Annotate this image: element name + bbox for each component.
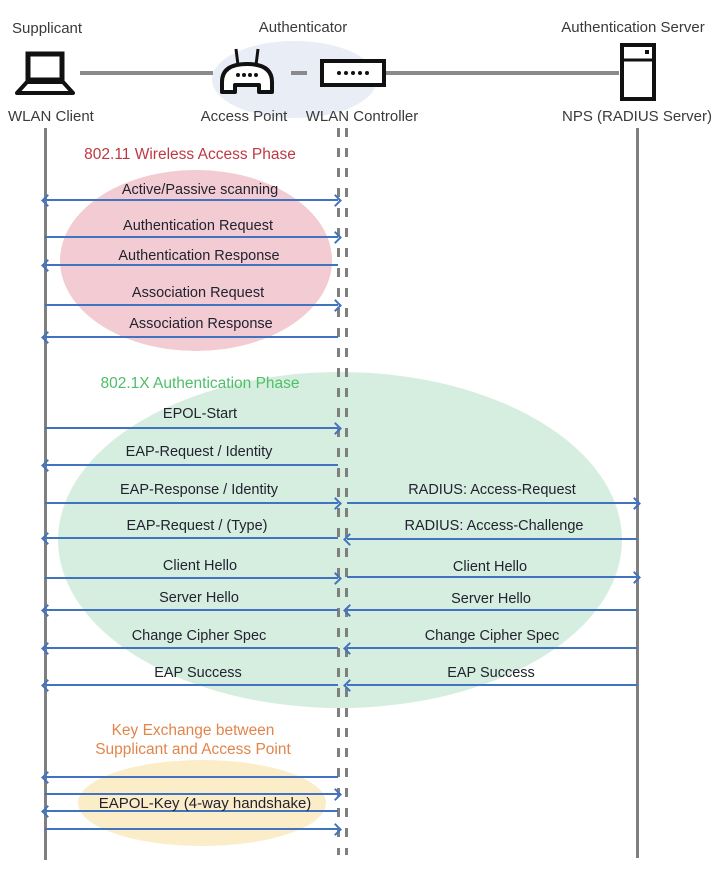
msg-eap-response-identity: EAP-Response / Identity: [120, 482, 278, 498]
connector-dash: [291, 71, 307, 75]
lifeline-wlan-client: [44, 128, 47, 860]
server-icon: [620, 43, 657, 101]
msg-epol-start: EPOL-Start: [162, 406, 238, 422]
device-access-point: Access Point: [200, 108, 288, 125]
arrow-eapol-key-3: [41, 804, 338, 818]
msg-client-hello-right: Client Hello: [452, 559, 528, 575]
wlan-controller-icon: [320, 59, 386, 87]
phase-title-wireless: 802.11 Wireless Access Phase: [84, 146, 296, 163]
arrow-eap-success-left: [41, 678, 338, 692]
msg-auth-request: Authentication Request: [123, 218, 273, 234]
connector-line: [80, 71, 213, 75]
phase-title-key-exchange-line1: Key Exchange between: [111, 722, 275, 739]
msg-eap-request-identity: EAP-Request / Identity: [125, 444, 273, 460]
phase-ellipse-dot1x: [58, 372, 622, 708]
msg-assoc-response: Association Response: [129, 316, 273, 332]
msg-eap-success-left: EAP Success: [154, 665, 242, 681]
arrow-eapol-key-2: [45, 787, 342, 801]
lifeline-wlan-controller-right: [345, 128, 348, 855]
arrow-server-hello-right: [343, 603, 637, 617]
arrow-eap-response-identity: [45, 496, 342, 510]
phase-ellipse-key-exchange: [78, 760, 326, 846]
msg-eap-success-right: EAP Success: [447, 665, 535, 681]
msg-auth-response: Authentication Response: [118, 248, 280, 264]
lifeline-nps-server: [636, 128, 639, 858]
role-supplicant: Supplicant: [12, 20, 83, 37]
role-authenticator: Authenticator: [258, 19, 348, 36]
arrow-radius-access-challenge: [343, 532, 637, 546]
msg-server-hello-right: Server Hello: [451, 591, 531, 607]
arrow-epol-start: [45, 421, 342, 435]
role-authentication-server: Authentication Server: [561, 19, 705, 36]
connector-line: [386, 71, 619, 75]
msg-assoc-request: Association Request: [131, 285, 265, 301]
arrow-client-hello-right: [347, 570, 641, 584]
arrow-change-cipher-right: [343, 641, 637, 655]
msg-change-cipher-left: Change Cipher Spec: [131, 628, 267, 644]
device-nps-server: NPS (RADIUS Server): [561, 108, 713, 125]
arrow-auth-request: [45, 230, 342, 244]
arrow-eap-request-identity: [41, 458, 338, 472]
arrow-assoc-response: [41, 330, 338, 344]
arrow-radius-access-request: [347, 496, 641, 510]
arrow-server-hello-left: [41, 603, 338, 617]
phase-title-dot1x: 802.1X Authentication Phase: [100, 375, 300, 392]
arrow-auth-response: [41, 258, 338, 272]
msg-eap-request-type: EAP-Request / (Type): [126, 518, 268, 534]
arrow-scanning: [41, 193, 342, 207]
arrow-eap-success-right: [343, 678, 637, 692]
arrow-eap-request-type: [41, 531, 338, 545]
arrow-client-hello-left: [45, 571, 342, 585]
device-wlan-client: WLAN Client: [8, 108, 94, 125]
msg-change-cipher-right: Change Cipher Spec: [424, 628, 560, 644]
arrow-eapol-key-4: [45, 822, 342, 836]
phase-title-key-exchange-line2: Supplicant and Access Point: [95, 741, 291, 758]
arrow-change-cipher-left: [41, 641, 338, 655]
laptop-icon: [13, 51, 77, 99]
msg-radius-access-challenge: RADIUS: Access-Challenge: [404, 518, 584, 534]
arrow-assoc-request: [45, 298, 342, 312]
msg-server-hello-left: Server Hello: [159, 590, 239, 606]
msg-client-hello-left: Client Hello: [162, 558, 238, 574]
msg-radius-access-request: RADIUS: Access-Request: [408, 482, 576, 498]
msg-eapol-key: EAPOL-Key (4-way handshake): [98, 795, 312, 812]
device-wlan-controller: WLAN Controller: [305, 108, 419, 125]
lifeline-wlan-controller-left: [337, 128, 340, 855]
msg-scanning: Active/Passive scanning: [121, 182, 279, 198]
access-point-icon: [216, 46, 278, 102]
arrow-eapol-key-1: [41, 770, 338, 784]
